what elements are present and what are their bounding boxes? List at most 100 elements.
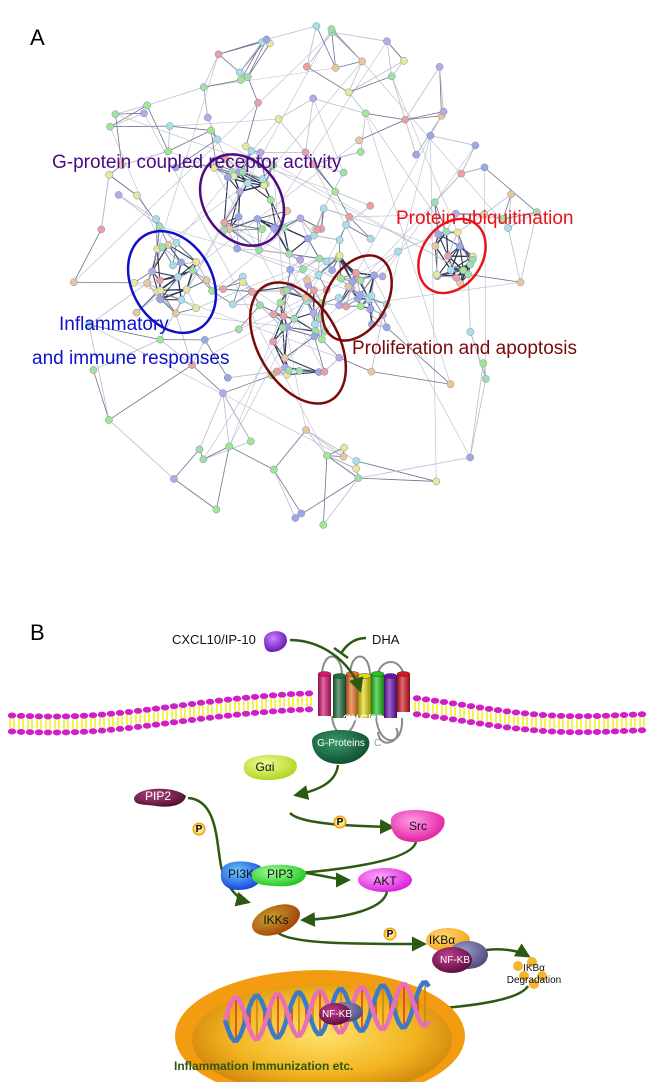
network-node <box>309 308 318 317</box>
network-edge <box>110 125 170 128</box>
node-ikks-label: IKKs <box>263 913 288 927</box>
arrow-akt-to-ikks <box>300 890 389 927</box>
network-edge <box>146 86 204 106</box>
lipid-head <box>439 715 449 722</box>
network-edge <box>469 378 487 458</box>
network-node <box>296 214 305 223</box>
network-node <box>106 122 114 131</box>
network-node <box>273 367 281 376</box>
network-node <box>319 520 328 529</box>
lipid-head <box>241 694 251 701</box>
network-node <box>308 160 317 168</box>
network-node <box>348 277 357 286</box>
lipid-head <box>574 713 584 720</box>
network-node <box>235 68 244 77</box>
network-node <box>355 136 363 145</box>
receptor-helix-shade <box>371 674 384 716</box>
cluster-ellipse-proliferation-right <box>321 254 393 342</box>
lipid-head <box>142 722 152 729</box>
network-edge <box>323 208 350 218</box>
network-node <box>335 301 344 310</box>
network-node <box>156 286 165 295</box>
network-node <box>266 196 275 204</box>
network-edge <box>371 314 384 372</box>
lipid-head <box>295 706 305 713</box>
lipid-head <box>637 711 647 718</box>
lipid-head <box>628 711 638 718</box>
lipid-head <box>232 711 242 718</box>
network-node <box>235 187 244 196</box>
lipid-head <box>304 706 314 713</box>
network-node <box>140 109 148 118</box>
network-node <box>256 148 265 157</box>
node-nfkb-label: NF-KB <box>440 955 470 966</box>
network-node <box>171 309 180 318</box>
network-edge <box>192 270 213 292</box>
network-node <box>269 465 278 474</box>
lipid-head <box>88 712 98 719</box>
network-edge <box>306 66 349 93</box>
network-node <box>311 320 319 329</box>
network-node <box>290 314 298 323</box>
lipid-head <box>133 707 143 714</box>
network-edge <box>73 281 134 284</box>
network-node <box>203 113 212 122</box>
network-edge <box>218 53 240 73</box>
network-edge <box>228 208 324 447</box>
network-node <box>304 234 312 243</box>
receptor-helix-cap <box>357 673 372 679</box>
lipid-head <box>574 729 584 736</box>
network-edge <box>445 231 449 257</box>
lipid-head <box>628 727 638 734</box>
network-edge <box>312 163 336 193</box>
lipid-head <box>250 693 260 700</box>
inhibition-line <box>339 636 367 655</box>
network-edge <box>173 449 200 480</box>
network-edge <box>229 445 274 471</box>
lipid-head <box>439 699 449 706</box>
receptor-helix-shade <box>333 676 346 718</box>
network-edge <box>115 104 148 115</box>
network-edge <box>199 392 224 450</box>
cluster-label-ubiquitination: Protein ubiquitination <box>396 208 573 229</box>
network-node <box>269 337 277 346</box>
network-node <box>342 302 351 311</box>
network-node <box>434 230 443 239</box>
network-edge <box>326 455 357 469</box>
network-edge <box>159 225 177 244</box>
network-node <box>459 266 468 275</box>
network-edge <box>212 281 243 292</box>
network-edge <box>203 67 336 88</box>
lipid-head <box>187 716 197 723</box>
arrow-ikks-to-ikba <box>276 930 427 952</box>
lipid-head <box>277 691 287 698</box>
lipid-head <box>637 727 647 734</box>
network-node <box>156 295 165 304</box>
network-node <box>199 83 208 91</box>
lipid-head <box>169 703 179 710</box>
network-node <box>236 76 245 84</box>
lipid-head <box>583 713 593 720</box>
network-edge <box>469 331 487 380</box>
network-edge <box>397 233 439 252</box>
network-node <box>447 266 455 274</box>
lipid-head <box>88 728 98 735</box>
network-edge <box>203 440 251 460</box>
network-node <box>412 150 420 159</box>
network-node <box>164 147 173 156</box>
network-edge <box>222 375 272 394</box>
lipid-head <box>529 711 539 718</box>
network-node <box>378 272 387 281</box>
network-node <box>238 168 247 176</box>
lipid-head <box>601 728 611 735</box>
network-node <box>331 187 340 196</box>
lipid-head <box>196 715 206 722</box>
network-edge <box>93 339 161 371</box>
network-edge <box>305 98 314 153</box>
inhibition-bar <box>333 646 349 660</box>
network-node <box>295 367 304 375</box>
network-node <box>442 228 451 236</box>
network-edge <box>430 135 476 146</box>
network-edge <box>88 324 110 421</box>
